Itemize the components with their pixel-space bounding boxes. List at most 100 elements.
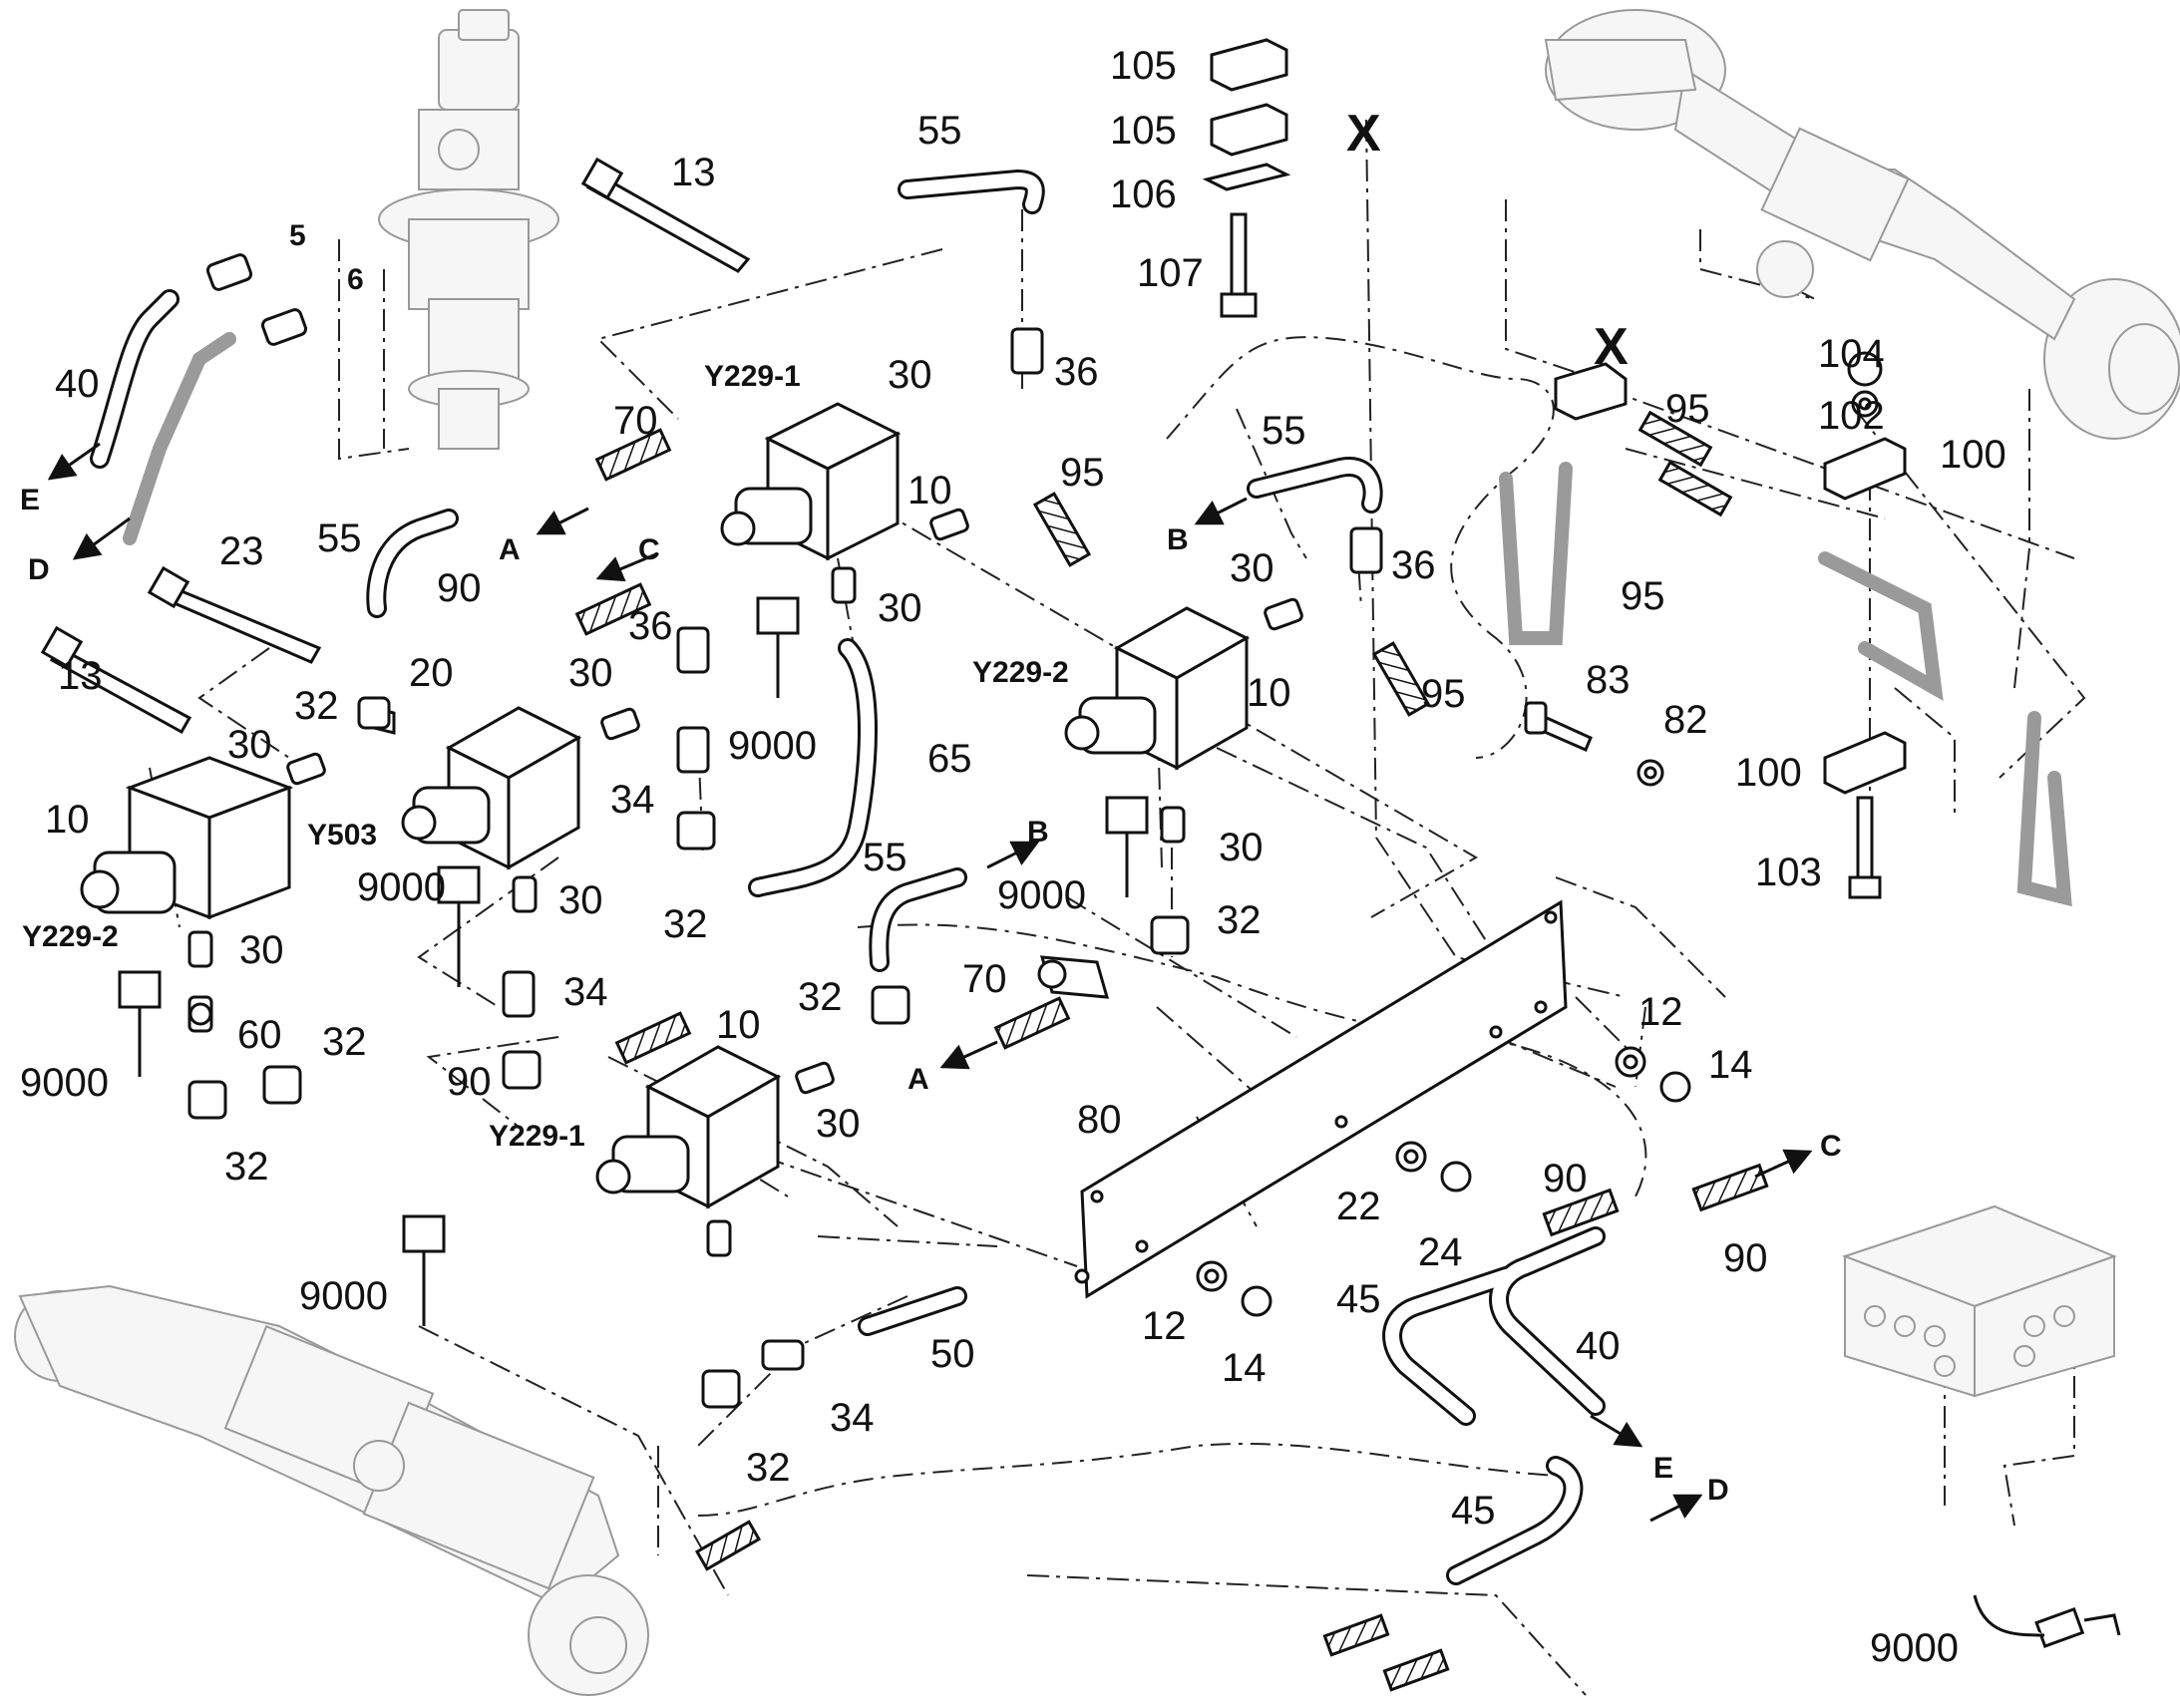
valve-label-y229-2-left: Y229-2 (22, 920, 119, 953)
part-label-9000-e: 9000 (299, 1274, 388, 1318)
part-label-106: 106 (1110, 172, 1177, 216)
valve-top-y229-1 (720, 402, 902, 561)
fittings-and-hardware (40, 38, 1907, 1409)
valve-label-y229-2-right: Y229-2 (972, 656, 1069, 689)
part-label-55-left: 55 (317, 516, 362, 560)
part-label-104: 104 (1818, 332, 1885, 376)
part-label-36-a: 36 (1054, 350, 1099, 394)
part-label-30-h: 30 (239, 928, 284, 972)
valve-label-y229-1-bottom: Y229-1 (489, 1120, 585, 1153)
part-label-32-b: 32 (1217, 898, 1262, 942)
part-label-12-bottom: 12 (1142, 1304, 1187, 1348)
part-label-82: 82 (1663, 698, 1708, 742)
part-label-6: 6 (347, 263, 364, 296)
part-label-80: 80 (1077, 1098, 1122, 1142)
part-label-9000-b: 9000 (357, 865, 446, 909)
part-label-70-top: 70 (613, 399, 658, 443)
part-label-100-bottom: 100 (1735, 751, 1802, 795)
valve-left-y229-2 (80, 756, 294, 920)
part-label-95-a: 95 (1060, 451, 1105, 495)
part-label-30-g: 30 (558, 878, 603, 922)
part-label-100-top: 100 (1940, 433, 2006, 477)
valve-y503 (401, 706, 582, 870)
ghost-pipes (123, 332, 2072, 907)
part-label-70-mid: 70 (962, 957, 1007, 1001)
part-label-30-b: 30 (878, 586, 922, 630)
part-label-103: 103 (1755, 851, 1822, 894)
part-label-40-right: 40 (1576, 1324, 1621, 1368)
part-label-10-top: 10 (908, 469, 952, 512)
part-label-30-d: 30 (568, 651, 613, 695)
part-label-50: 50 (930, 1332, 975, 1376)
rigid-pipes-inner (93, 171, 1603, 1582)
part-label-45-bottom: 45 (1451, 1489, 1496, 1533)
port-label-d-right: D (1707, 1474, 1729, 1507)
part-label-5: 5 (289, 219, 306, 252)
rear-axle-ghost (1544, 9, 2180, 440)
part-label-30-c: 30 (1230, 546, 1274, 590)
front-axle-ghost (14, 1284, 649, 1696)
braided-hoses (574, 410, 1769, 1692)
part-label-20: 20 (409, 651, 454, 695)
port-label-b-top: B (1167, 523, 1189, 556)
port-label-b-mid: B (1027, 816, 1049, 849)
part-label-36-c: 36 (1391, 543, 1436, 587)
port-label-d-left: D (28, 553, 50, 586)
part-label-9000-a: 9000 (728, 724, 817, 768)
part-label-12-right: 12 (1638, 990, 1683, 1034)
electrical-connectors (118, 596, 2121, 1648)
part-label-10-bottom: 10 (716, 1003, 761, 1047)
port-label-c-top: C (638, 533, 660, 566)
part-label-40-left: 40 (55, 362, 100, 406)
port-arrows (47, 442, 1813, 1523)
port-label-e-left: E (20, 484, 41, 516)
part-label-60: 60 (237, 1013, 282, 1057)
part-label-90-b: 90 (447, 1060, 492, 1104)
part-label-90-d: 90 (1723, 1236, 1768, 1280)
part-label-13-top: 13 (671, 151, 716, 194)
part-label-105-a: 105 (1110, 44, 1177, 88)
valve-bottom-y229-1 (595, 1045, 782, 1209)
part-label-90-a: 90 (437, 566, 482, 610)
port-label-a-top: A (499, 533, 521, 566)
part-label-30-f: 30 (1219, 826, 1264, 869)
part-label-9000-d: 9000 (20, 1061, 109, 1105)
part-label-30-e: 30 (227, 723, 272, 767)
part-label-55-top: 55 (917, 109, 962, 153)
part-label-32-e: 32 (322, 1020, 367, 1064)
part-label-102: 102 (1818, 394, 1885, 438)
part-label-23: 23 (219, 529, 264, 573)
part-label-14-right: 14 (1708, 1043, 1753, 1087)
port-label-c-right: C (1820, 1130, 1842, 1163)
hose-route-lines (697, 336, 1647, 1517)
mounting-plate-80 (1080, 899, 1568, 1299)
part-label-83: 83 (1586, 658, 1631, 702)
part-label-9000-f: 9000 (1870, 1626, 1959, 1670)
junction-box-ghost (1842, 1204, 2117, 1398)
part-label-32-f: 32 (224, 1145, 269, 1189)
part-label-95-b: 95 (1421, 672, 1466, 716)
port-label-e-right: E (1653, 1452, 1674, 1485)
port-label-a-mid: A (908, 1063, 929, 1096)
part-label-34-c: 34 (830, 1396, 875, 1440)
detail-marker-x-top: X (1346, 105, 1381, 163)
part-label-9000-c: 9000 (997, 873, 1086, 917)
part-label-22: 22 (1336, 1185, 1381, 1228)
detail-marker-x-mid: X (1594, 318, 1629, 376)
part-label-24: 24 (1418, 1230, 1463, 1274)
part-label-13-left: 13 (58, 654, 103, 698)
part-label-10-right: 10 (1247, 671, 1291, 715)
part-label-10-left: 10 (45, 798, 90, 842)
part-label-32-g: 32 (746, 1446, 791, 1490)
part-label-105-b: 105 (1110, 109, 1177, 153)
part-label-32-d: 32 (798, 975, 843, 1019)
part-label-107: 107 (1137, 251, 1204, 295)
part-label-34-a: 34 (610, 778, 655, 822)
part-label-95-d: 95 (1621, 574, 1665, 618)
valve-label-y503: Y503 (307, 819, 378, 852)
part-label-30-a: 30 (888, 353, 932, 397)
slew-ring-unit-ghost (378, 9, 559, 450)
part-label-30-i: 30 (816, 1102, 861, 1146)
part-label-45-top: 45 (1336, 1277, 1381, 1321)
